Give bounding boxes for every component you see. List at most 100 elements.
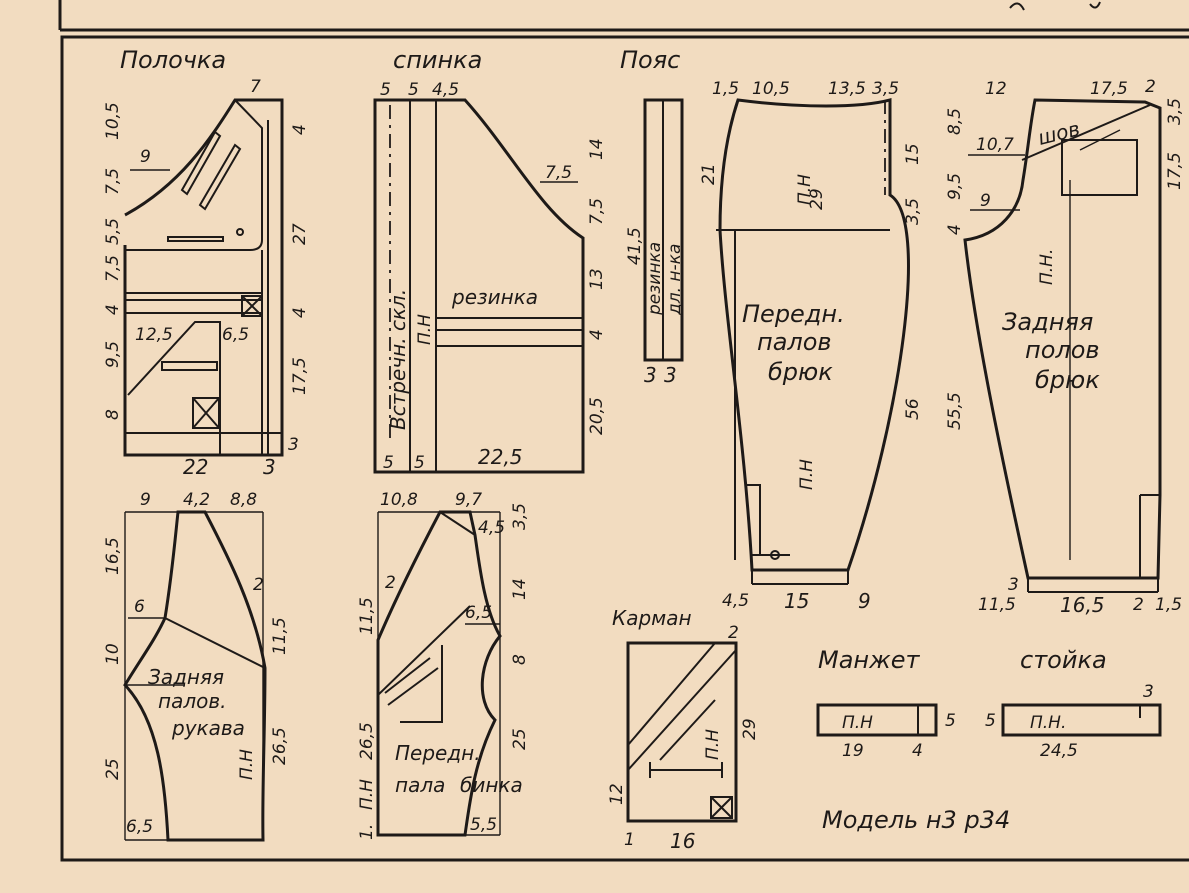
piece-polochka: Полочка 7 10,5 9 7,5 5,5 7,5 4 9,5 8 12,… [103,46,310,479]
dim: 8 [510,654,530,665]
piece-perednyaya-rukava: 10,8 9,7 4,5 3,5 14 2 11,5 6,5 8 26,5 25… [357,490,530,840]
label-dlina: дл. н-ка [665,244,685,316]
piece-stoyka: стойка 3 5 24,5 П.Н. [985,646,1162,761]
title-spinka: спинка [393,46,482,74]
dim: 5 [383,453,394,473]
dim: 22 [183,455,208,479]
top-strip [58,0,1189,32]
dim: 29 [740,718,760,740]
label-vstrechn-skl: Встречн. скл. [386,289,410,430]
dim: 10,5 [752,79,790,99]
dim: 9,5 [945,173,965,200]
piece-zadnyaya-rukava: 9 4,2 8,8 16,5 6 2 10 11,5 25 26,5 6,5 З… [103,490,290,842]
dim: 9 [140,490,151,510]
dim: 2 [253,575,264,595]
title-stoyka: стойка [1020,646,1107,674]
label-bryuk: брюк [1035,366,1100,394]
dim: 55,5 [945,392,965,430]
dim: 8,5 [945,108,965,135]
dim: 9,5 [103,341,123,368]
dim: 56 [903,398,923,420]
dim: 11,5 [357,597,377,635]
piece-karman: Карман 2 29 12 1 16 П.Н [607,606,760,853]
dim: 5 [945,711,956,731]
dim: 22,5 [478,445,523,469]
dim: 10 [103,643,123,665]
dim: 14 [510,578,530,600]
dim: 1. [357,824,377,840]
dim: 3 [1008,575,1019,595]
dim: 3 [288,435,299,455]
label-pn: П.Н [415,314,435,345]
label-pn: П.Н [795,174,815,205]
label-polov: полов [1025,336,1100,364]
dim: 25 [103,758,123,780]
dim: 4,2 [183,490,210,510]
dim: 5 [380,80,391,100]
dim: 7,5 [103,255,123,282]
dim: 3 [263,455,276,479]
dim: 4 [103,304,123,315]
label-bryuk: брюк [768,358,833,386]
dim: 4,5 [722,591,749,611]
label-rezinka: резинка [645,242,665,316]
label-palov: палов. [158,689,227,713]
label-zadnyaya: Задняя [1002,308,1093,336]
dim: 2 [1133,595,1144,615]
label-pn: П.Н. [1037,249,1057,285]
dim: 9 [140,147,151,167]
dim: 14 [587,138,607,160]
dim: 3,5 [872,79,899,99]
dim: 4 [587,329,607,340]
dim: 8,8 [230,490,257,510]
dim: 5,5 [103,218,123,245]
dim: 10,5 [103,102,123,140]
label-pn: П.Н [842,713,873,733]
dim: 3,5 [510,503,530,530]
dim: 1,5 [1155,595,1182,615]
model-note: Модель н3 р34 [822,806,1010,834]
dim: 5 [414,453,425,473]
dim: 12 [607,783,627,805]
sheet-frame [60,35,1189,862]
dim: 16,5 [103,537,123,575]
dim: 7 [250,77,261,97]
label-pn: П.Н [797,459,817,490]
dim: 27 [290,223,310,245]
dim: 17,5 [1165,152,1185,190]
dim: 3,5 [903,198,923,225]
dim: 4 [290,307,310,318]
label-pered: Передн. [742,300,845,328]
label-zadnyaya: Задняя [148,665,224,689]
dim: 4,5 [432,80,459,100]
title-polochka: Полочка [120,46,226,74]
dim: 12,5 [135,325,173,345]
piece-perednyaya-bryuk: 1,5 10,5 13,5 3,5 21 15 3,5 29 56 4,5 15… [699,79,923,613]
dim: 15 [903,143,923,165]
dim: 5 [408,80,419,100]
dim: 6 [134,597,145,617]
dim: 20,5 [587,397,607,435]
label-pala: пала [395,773,445,797]
label-pn: П.Н [237,749,257,780]
dim: 26,5 [357,722,377,760]
dim: 4 [912,741,923,761]
dim: 12 [985,79,1007,99]
dim: 16 [670,829,695,853]
dim: 13,5 [828,79,866,99]
label-palov: палов [757,328,832,356]
dim: 4 [945,224,965,235]
dim: 3 [644,363,657,387]
dim: 10,8 [380,490,418,510]
dim: 4 [290,124,310,135]
piece-manzhet: Манжет 5 19 4 П.Н [816,646,956,761]
dim: 6,5 [222,325,249,345]
dim: 3,5 [1165,98,1185,125]
dim: 13 [587,268,607,290]
label-pn: П.Н. [1030,713,1066,733]
dim: 41,5 [625,227,645,265]
dim: 6,5 [465,603,492,623]
piece-poyas: Пояс 41,5 резинка дл. н-ка 3 3 [620,46,685,387]
dim: 26,5 [270,727,290,765]
title-poyas: Пояс [620,46,680,74]
